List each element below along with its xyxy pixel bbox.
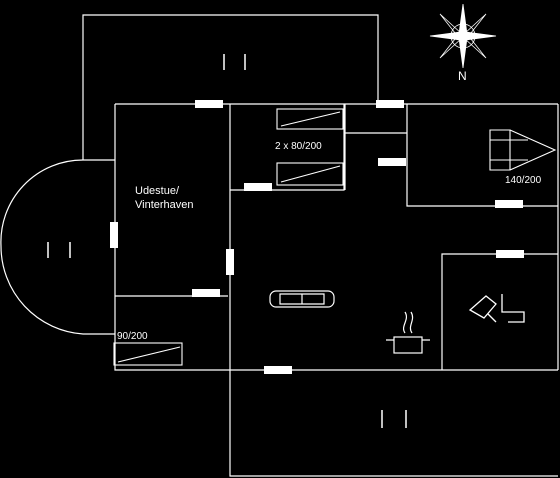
marker-south-terrace xyxy=(381,410,407,428)
room-label-sunroom-line1: Udestue/ xyxy=(135,185,180,197)
bed-label-single: 90/200 xyxy=(117,331,148,342)
compass-rose-icon xyxy=(429,3,497,69)
door-small-room xyxy=(192,289,220,297)
bed-label-double: 2 x 80/200 xyxy=(275,141,322,152)
door-kitchen xyxy=(496,250,524,258)
door-sunroom-east xyxy=(226,249,234,275)
cooking-pot-icon xyxy=(386,311,430,354)
door-sunroom-west xyxy=(110,222,118,248)
house-outer-wall xyxy=(114,103,559,371)
door-east-bedroom xyxy=(495,200,523,208)
bed-icon xyxy=(276,108,344,186)
room-label-sunroom-line2: Vinterhaven xyxy=(135,199,194,212)
east-bedroom-wall xyxy=(406,104,558,207)
door-top-sunroom xyxy=(195,100,223,108)
bed-wide-icon xyxy=(489,129,557,171)
bed-single-icon xyxy=(113,342,183,366)
marker-west-terrace xyxy=(47,242,71,258)
north-label: N xyxy=(458,69,467,83)
terrace-south-outline xyxy=(229,370,558,477)
door-top-hall xyxy=(376,100,404,108)
marker-north-terrace xyxy=(223,54,246,70)
terrace-west-outline xyxy=(0,159,115,335)
room-label-sunroom: Udestue/ Vinterhaven xyxy=(135,184,194,213)
terrace-north-outline xyxy=(82,14,379,160)
sofa-icon xyxy=(269,290,335,308)
door-bedroom-1 xyxy=(244,183,272,191)
kitchen-wall xyxy=(441,253,558,370)
door-south xyxy=(264,366,292,374)
door-hall xyxy=(378,158,406,166)
hall-walls xyxy=(344,104,407,190)
bed-label-wide: 140/200 xyxy=(505,175,542,186)
water-tap-icon xyxy=(468,294,525,323)
